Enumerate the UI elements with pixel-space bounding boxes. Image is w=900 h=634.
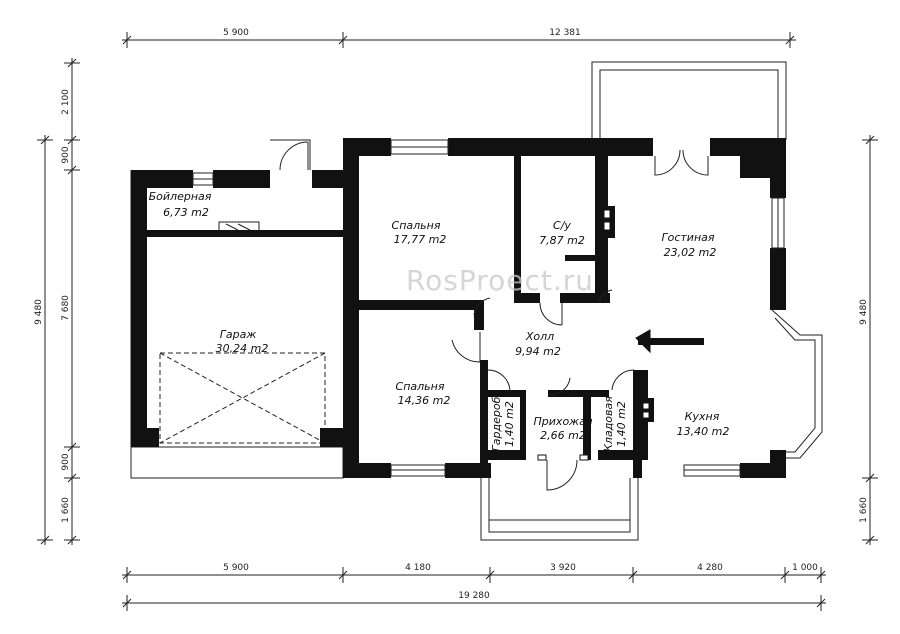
room-bedroom2-name: Спальня (396, 380, 445, 393)
room-garage-name: Гараж (220, 328, 257, 341)
room-bath-area: 7,87 m2 (539, 234, 585, 247)
windows (192, 139, 785, 477)
room-kitchen-name: Кухня (685, 410, 720, 423)
dim-total: 19 280 (458, 591, 490, 601)
room-garage-area: 30,24 m2 (216, 342, 269, 355)
room-bath-name: С/у (553, 219, 571, 232)
room-bedroom2-area: 14,36 m2 (398, 394, 451, 407)
dim-left-c: 7 680 (61, 295, 71, 321)
dim-left-total: 9 480 (34, 299, 44, 325)
watermark: RosProect.ru (406, 264, 594, 297)
dim-top-a: 5 900 (223, 28, 249, 38)
room-living-name: Гостиная (661, 231, 714, 244)
dim-left-b: 900 (61, 146, 71, 163)
dim-left-d: 900 (61, 453, 71, 470)
dim-top-b: 12 381 (549, 28, 581, 38)
room-boiler-name: Бойлерная (149, 190, 212, 203)
dim-right-b: 1 660 (859, 497, 869, 523)
dimension-lines (37, 32, 878, 611)
room-boiler-area: 6,73 m2 (163, 206, 209, 219)
room-hall-name: Холл (525, 330, 554, 343)
terraces (130, 61, 823, 541)
dimension-labels: 5 900 12 381 5 900 4 180 3 920 4 280 1 0… (34, 28, 869, 601)
fixtures (537, 209, 651, 461)
room-labels: Бойлерная 6,73 m2 Гараж 30,24 m2 Спальня… (149, 190, 730, 452)
room-bedroom1-name: Спальня (392, 219, 441, 232)
room-bedroom1-area: 17,77 m2 (394, 233, 447, 246)
doors (270, 139, 709, 491)
dim-left-e: 1 660 (61, 497, 71, 523)
room-entry-name: Прихожая (534, 415, 593, 428)
dim-left-a: 2 100 (61, 89, 71, 115)
room-hall-area: 9,94 m2 (515, 345, 561, 358)
room-entry-area: 2,66 m2 (540, 429, 586, 442)
room-kitchen-area: 13,40 m2 (677, 425, 730, 438)
dim-right-a: 9 480 (859, 299, 869, 325)
dim-bottom-c: 3 920 (550, 563, 576, 573)
room-living-area: 23,02 m2 (664, 246, 717, 259)
room-pantry-area: 1,40 m2 (615, 401, 628, 447)
dim-bottom-e: 1 000 (792, 563, 818, 573)
room-pantry-name: Кладовая (602, 396, 615, 452)
room-wardrobe-area: 1,40 m2 (503, 401, 516, 447)
walls (131, 138, 786, 478)
room-wardrobe-name: Гардероб (490, 396, 503, 451)
dim-bottom-d: 4 280 (697, 563, 723, 573)
dim-bottom-a: 5 900 (223, 563, 249, 573)
dim-bottom-b: 4 180 (405, 563, 431, 573)
